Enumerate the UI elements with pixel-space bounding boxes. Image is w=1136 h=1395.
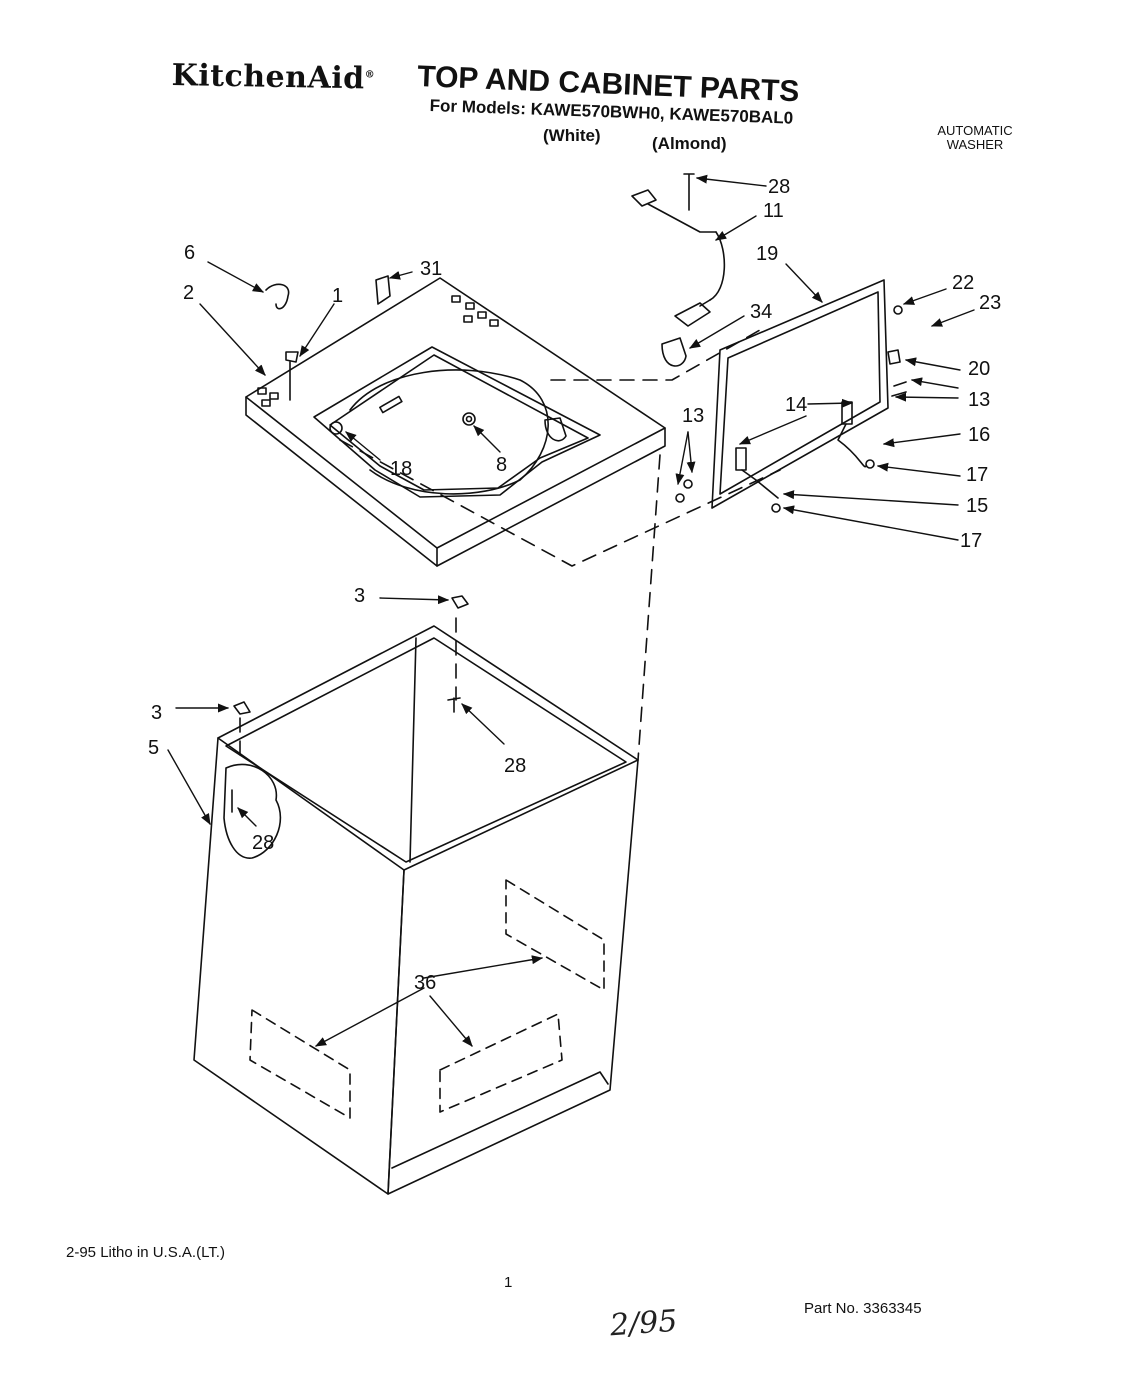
part-number: Part No. 3363345 bbox=[804, 1300, 922, 1317]
alignment-lines bbox=[239, 329, 781, 761]
callout-3-left: 3 bbox=[151, 702, 163, 724]
handwritten-date: 2/95 bbox=[608, 1303, 679, 1344]
callout-28-top: 28 bbox=[768, 176, 791, 198]
callout-11: 11 bbox=[763, 200, 784, 222]
callout-16: 16 bbox=[968, 424, 991, 446]
callout-20: 20 bbox=[968, 358, 991, 380]
console-panel bbox=[675, 279, 907, 513]
washer-top-panel bbox=[245, 277, 666, 567]
lid-switch-harness bbox=[631, 173, 726, 327]
callout-28-cutout: 28 bbox=[252, 832, 275, 854]
callout-22: 22 bbox=[952, 272, 975, 294]
callout-18: 18 bbox=[390, 458, 413, 480]
callout-19: 19 bbox=[756, 243, 779, 265]
color-almond: (Almond) bbox=[652, 134, 727, 153]
page-number: 1 bbox=[504, 1274, 513, 1291]
callout-1: 1 bbox=[332, 285, 344, 307]
color-white: (White) bbox=[543, 126, 601, 145]
callout-13-right: 13 bbox=[968, 389, 991, 411]
callout-8: 8 bbox=[496, 454, 508, 476]
callout-15: 15 bbox=[966, 495, 989, 517]
callout-36: 36 bbox=[414, 972, 437, 994]
callout-17-upper: 17 bbox=[966, 464, 989, 486]
callout-17-lower: 17 bbox=[960, 530, 983, 552]
callout-13-left: 13 bbox=[682, 405, 705, 427]
appliance-label: AUTOMATIC WASHER bbox=[930, 124, 1020, 152]
callout-2: 2 bbox=[183, 282, 195, 304]
callout-6: 6 bbox=[184, 242, 196, 264]
callout-28-cabinet: 28 bbox=[504, 755, 527, 777]
callout-31: 31 bbox=[420, 258, 443, 280]
callout-3-top: 3 bbox=[354, 585, 366, 607]
appliance-line-2: WASHER bbox=[946, 137, 1004, 152]
callout-5: 5 bbox=[148, 737, 160, 759]
accent-panels bbox=[249, 879, 605, 1119]
litho-note: 2-95 Litho in U.S.A.(LT.) bbox=[66, 1244, 225, 1261]
cabinet bbox=[193, 625, 639, 1195]
callout-34: 34 bbox=[750, 301, 773, 323]
callout-14: 14 bbox=[785, 394, 808, 416]
callout-23: 23 bbox=[979, 292, 1002, 314]
appliance-line-1: AUTOMATIC bbox=[937, 123, 1013, 138]
